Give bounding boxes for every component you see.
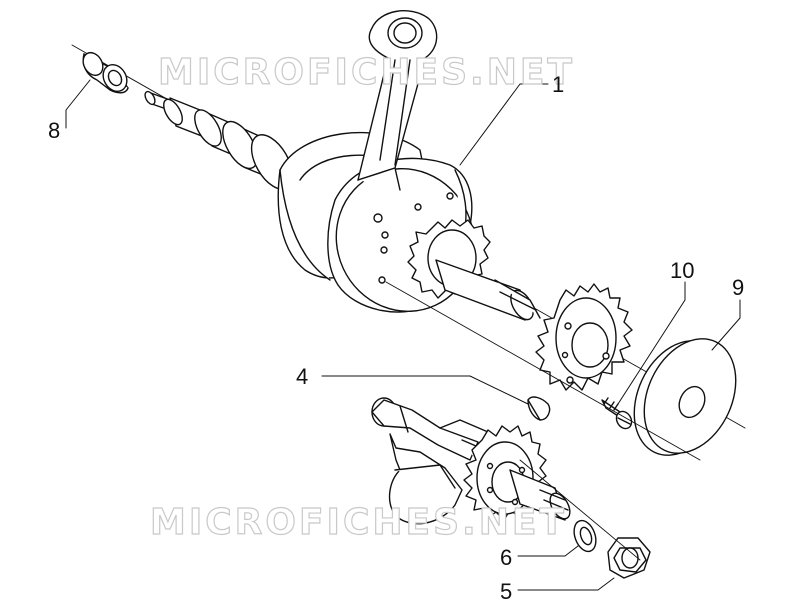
- callout-part-6: 6: [500, 545, 513, 570]
- callout-part-1: 1: [552, 72, 565, 97]
- large-sprocket: [535, 283, 633, 391]
- callout-part-5: 5: [500, 579, 513, 604]
- connecting-rod: [357, 10, 438, 191]
- screw-part: [601, 397, 633, 430]
- callout-leaders: [65, 79, 741, 591]
- alignment-line-balance: [519, 459, 641, 561]
- nut-part: [607, 537, 651, 579]
- balance-shaft-gear: [463, 425, 571, 521]
- callout-part-10: 10: [670, 258, 695, 283]
- crankshaft-gear: [407, 219, 541, 321]
- watermark-bottom: MICROFICHES.NET: [149, 501, 567, 543]
- alignment-line-lower: [385, 281, 701, 461]
- washer-part: [573, 519, 597, 553]
- balance-shaft: [371, 397, 491, 525]
- woodruff-key-part: [527, 396, 551, 421]
- thrust-washer-part: [633, 338, 737, 456]
- callout-part-9: 9: [732, 275, 745, 300]
- bushing-part: [82, 51, 129, 94]
- callout-part-4: 4: [296, 364, 309, 389]
- watermark-top: MICROFICHES.NET: [157, 51, 575, 93]
- crankshaft-shaft: [144, 90, 294, 190]
- callout-part-8: 8: [48, 118, 61, 143]
